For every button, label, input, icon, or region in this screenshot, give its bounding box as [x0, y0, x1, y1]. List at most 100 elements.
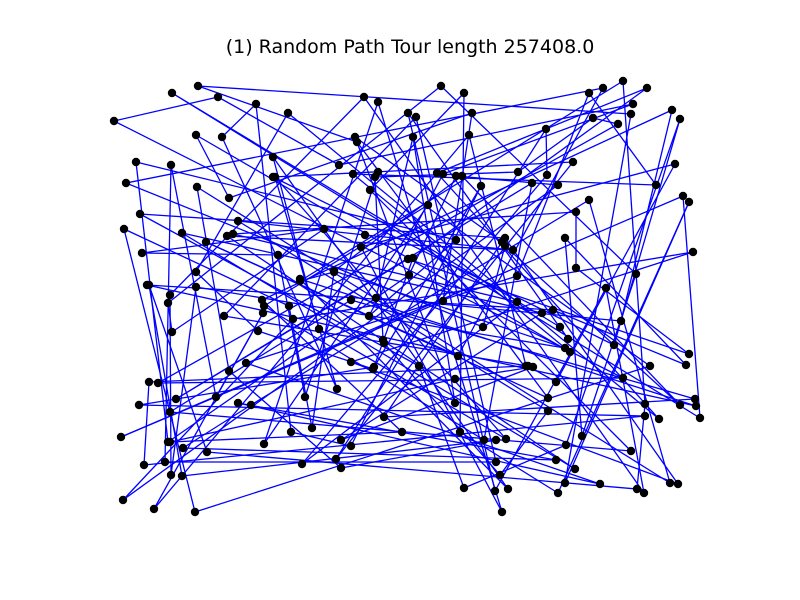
tour-edge [333, 175, 463, 272]
city-point [501, 434, 511, 444]
city-point [251, 99, 261, 109]
tour-edge [113, 96, 219, 122]
city-point [167, 88, 177, 98]
tour-edge [620, 109, 673, 322]
city-point [632, 484, 642, 494]
city-point [268, 152, 278, 162]
city-point [379, 412, 389, 422]
city-point [228, 229, 238, 239]
city-point [378, 335, 388, 345]
tour-edge [226, 235, 576, 470]
city-point [414, 361, 424, 371]
city-point [331, 454, 341, 464]
tour-edge [182, 404, 252, 449]
tour-edge [455, 175, 559, 186]
tour-edge [354, 136, 503, 243]
tour-edge [383, 342, 501, 476]
tour-edge [350, 185, 482, 447]
tour-edge [215, 312, 264, 398]
city-point [667, 105, 677, 115]
city-point [642, 83, 652, 93]
city-point [512, 297, 522, 307]
tour-edge [153, 134, 470, 510]
city-point [451, 235, 461, 245]
tour-edge [135, 161, 457, 241]
tour-edge [169, 96, 365, 296]
city-point [217, 132, 227, 142]
city-point [640, 399, 650, 409]
city-point [219, 311, 229, 321]
tour-edge [440, 85, 637, 275]
city-point [166, 160, 176, 170]
tour-edge [504, 245, 681, 406]
city-point [365, 185, 375, 195]
city-point [618, 76, 628, 86]
city-point [253, 326, 263, 336]
city-point [453, 351, 463, 361]
city-point [360, 230, 370, 240]
city-point [233, 398, 243, 408]
city-point [149, 504, 159, 514]
tour-edge [442, 103, 634, 175]
city-point [543, 393, 553, 403]
tour-edge [195, 134, 571, 353]
city-point [673, 479, 683, 489]
city-point [332, 384, 342, 394]
city-point [346, 441, 356, 451]
city-point [177, 228, 187, 238]
tour-edge [592, 117, 619, 125]
tour-edge [170, 164, 217, 398]
city-point [571, 207, 581, 217]
city-point [165, 290, 175, 300]
tour-edge [494, 287, 607, 492]
tour-points [109, 76, 705, 517]
tour-edge [442, 112, 473, 302]
city-point [213, 92, 223, 102]
city-point [403, 254, 413, 264]
tour-edge [299, 278, 509, 490]
city-point [678, 191, 688, 201]
city-point [336, 463, 346, 473]
tour-edge [170, 286, 197, 476]
tour-edge [363, 96, 645, 494]
tour-edge [412, 136, 456, 404]
city-point [631, 269, 641, 279]
tour-edge [143, 381, 150, 466]
city-point [191, 267, 201, 277]
city-point [191, 130, 201, 140]
tour-edge [338, 103, 634, 166]
city-point [191, 282, 201, 292]
tour-edge [299, 271, 335, 282]
tour-edge [123, 228, 290, 307]
city-point [560, 233, 570, 243]
city-point [551, 377, 561, 387]
city-point [681, 360, 691, 370]
tour-edge [605, 287, 645, 494]
city-point [476, 181, 486, 191]
tour-edge [261, 299, 403, 433]
city-point [370, 172, 380, 182]
city-point [356, 242, 366, 252]
city-point [153, 378, 163, 388]
city-point [131, 157, 141, 167]
tour-edge [122, 318, 294, 501]
city-point [551, 455, 561, 465]
tour-edge [457, 87, 604, 357]
tour-edge [232, 211, 577, 235]
tour-edge [250, 199, 590, 406]
city-point [651, 180, 661, 190]
tour-edge [120, 300, 444, 438]
city-point [640, 411, 650, 421]
city-point [565, 347, 575, 357]
tour-edge [340, 312, 543, 441]
city-point [403, 108, 413, 118]
tour-edge [221, 136, 338, 390]
city-point [618, 373, 628, 383]
tour-edge [195, 134, 230, 199]
city-point [459, 483, 469, 493]
city-point [233, 216, 243, 226]
city-point [121, 178, 131, 188]
tour-edge [461, 175, 681, 406]
city-point [211, 392, 221, 402]
tour-edge [123, 228, 196, 513]
